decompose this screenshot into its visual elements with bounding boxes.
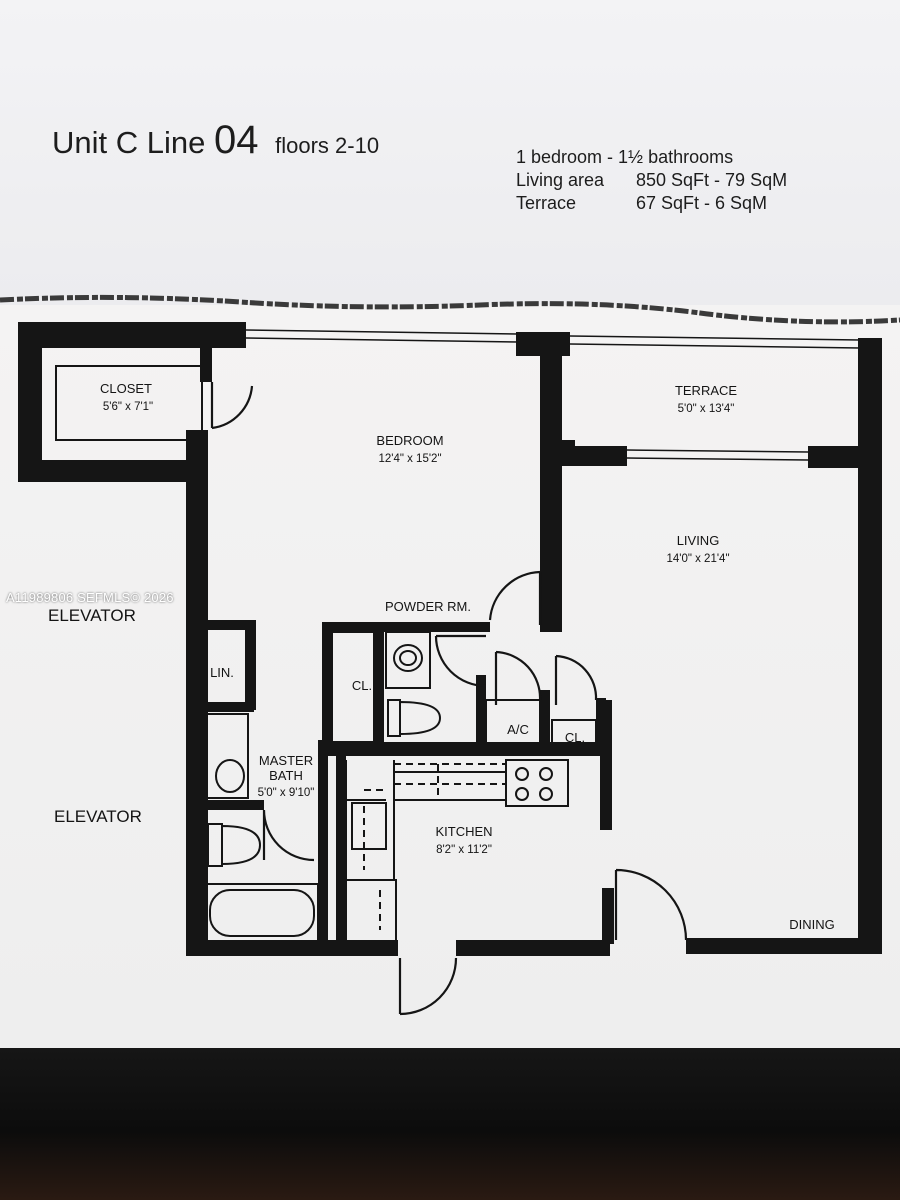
page-header-area (0, 0, 900, 305)
fixtures (203, 627, 597, 943)
master-bath-label-line2: BATH (269, 768, 303, 783)
living-label: LIVING (677, 533, 720, 548)
kitchen-dimensions: 8'2" x 11'2" (436, 844, 492, 856)
living-area-value: 850 SqFt - 79 SqM (636, 170, 788, 190)
closet-dimensions: 5'6" x 7'1" (103, 401, 153, 413)
living-area-label: Living area (516, 170, 605, 190)
powder-room-label: POWDER RM. (385, 599, 471, 614)
kitchen-closet-label: CL. (565, 730, 585, 745)
elevator-label-upper: ELEVATOR (48, 606, 136, 625)
floorplan-sheet (0, 305, 900, 1050)
bedroom-label: BEDROOM (376, 433, 443, 448)
living-dimensions: 14'0" x 21'4" (666, 553, 729, 565)
dark-background (0, 1048, 900, 1200)
unit-title-prefix: Unit C Line (52, 125, 206, 160)
terrace-area-value: 67 SqFt - 6 SqM (636, 193, 768, 213)
elevator-label-lower: ELEVATOR (54, 807, 142, 826)
ac-label: A/C (507, 722, 529, 737)
linen-label: LIN. (210, 665, 234, 680)
terrace-dimensions: 5'0" x 13'4" (678, 403, 735, 415)
mls-watermark: A11989806 SEFMLS© 2026 (6, 590, 174, 605)
bed-bath-summary: 1 bedroom - 1½ bathrooms (516, 147, 734, 167)
hall-closet-label: CL. (352, 678, 372, 693)
closet-shelf (55, 365, 203, 441)
paper-tear-line (0, 294, 900, 325)
walls (18, 322, 882, 956)
bedroom-dimensions: 12'4" x 15'2" (378, 453, 441, 465)
master-bath-label-line1: MASTER (259, 753, 313, 768)
windows (245, 329, 861, 461)
closet-label: CLOSET (100, 381, 152, 396)
unit-title: Unit C Line 04 floors 2-10 (52, 118, 379, 163)
doors (210, 382, 688, 1016)
room-labels: CLOSET 5'6" x 7'1" BEDROOM 12'4" x 15'2"… (48, 381, 835, 932)
unit-specs: 1 bedroom - 1½ bathrooms Living area 850 … (516, 146, 816, 215)
kitchen-dashed-cabinets (363, 763, 506, 930)
terrace-label: TERRACE (675, 383, 737, 398)
dining-label: DINING (789, 917, 835, 932)
line-number: 04 (213, 118, 259, 162)
master-bath-dimensions: 5'0" x 9'10" (258, 787, 315, 799)
terrace-area-label: Terrace (516, 193, 577, 213)
kitchen-label: KITCHEN (435, 824, 492, 839)
floors-label: floors 2-10 (275, 133, 380, 158)
